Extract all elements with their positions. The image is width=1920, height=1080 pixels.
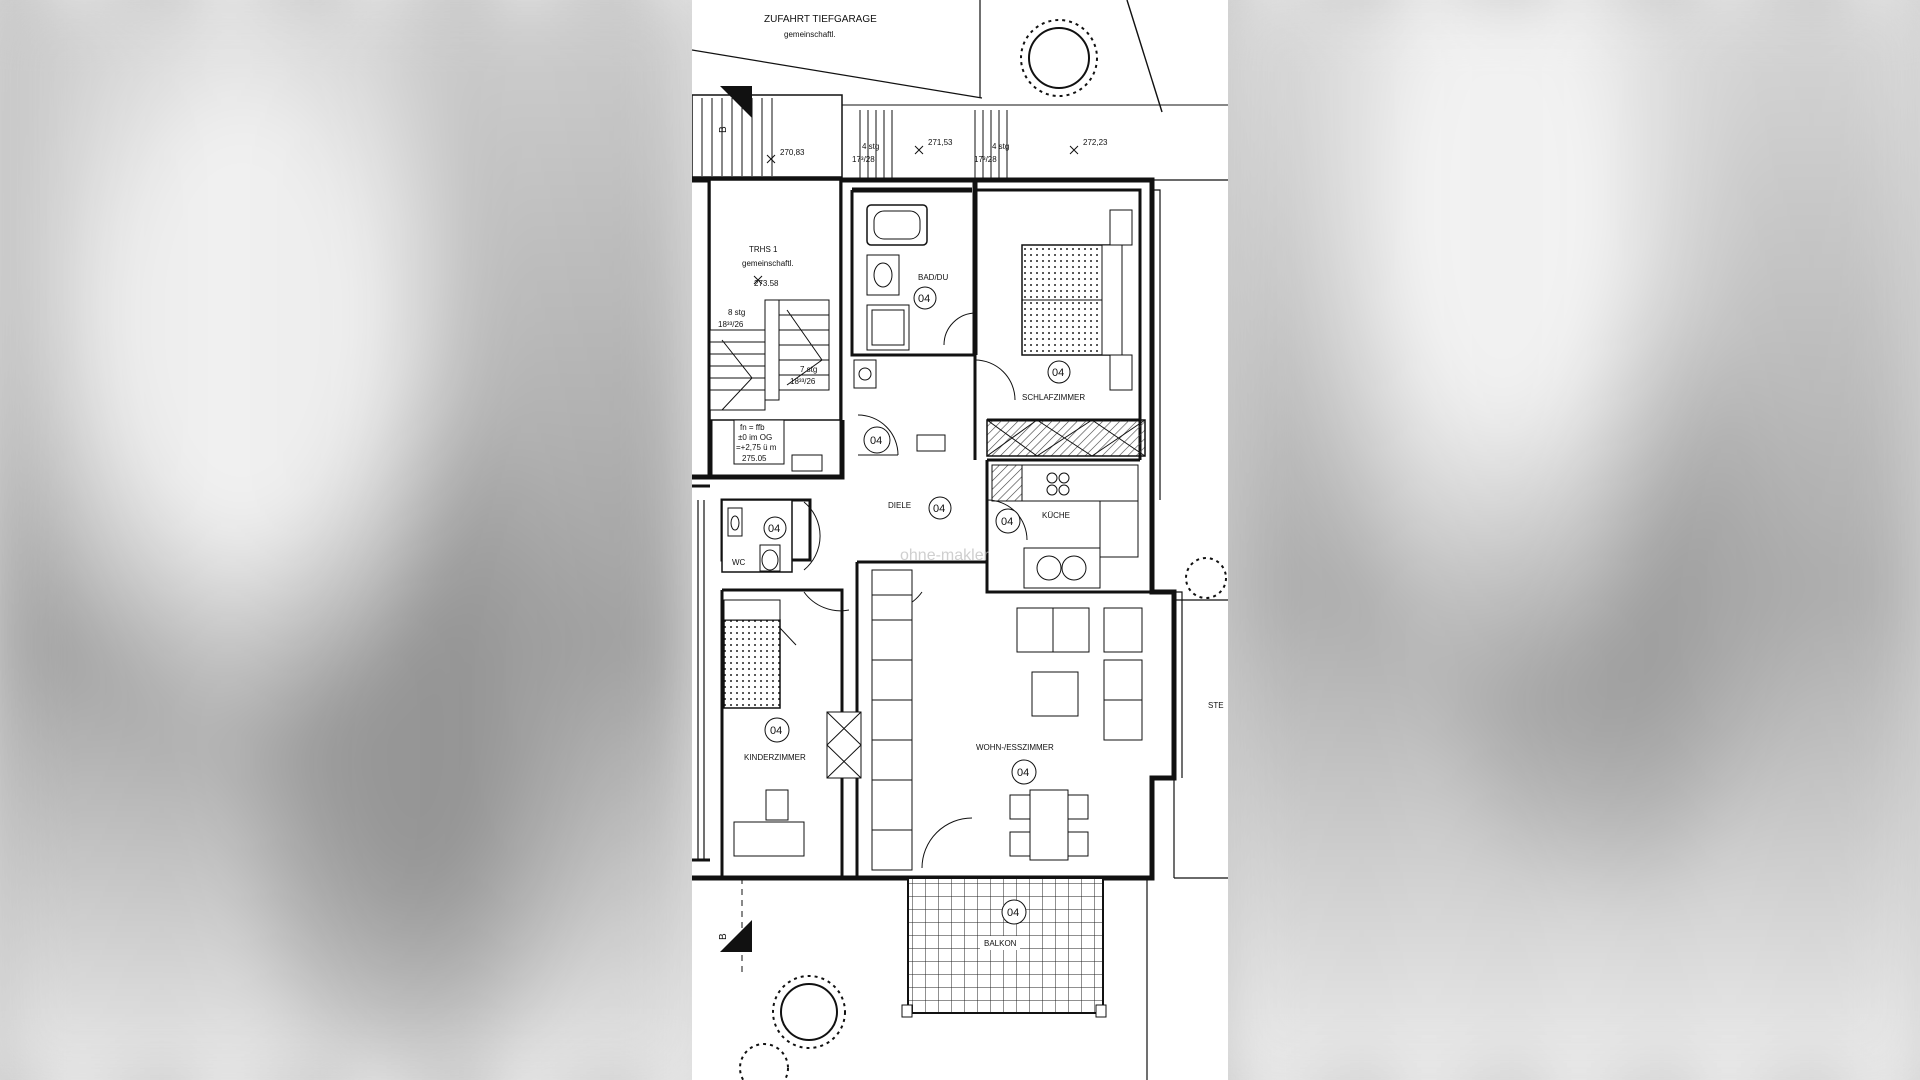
svg-text:8 stg: 8 stg [728,308,745,317]
side-text: STE [1208,701,1224,710]
room-label-diele: DIELE [888,501,911,510]
balcony: 04 BALKON [901,877,1107,1018]
svg-text:gemeinschaftl.: gemeinschaftl. [742,259,794,268]
svg-text:270,83: 270,83 [780,148,805,157]
room-number-wohn: 04 [1017,767,1029,779]
background-left [0,0,692,1080]
wc: 04 WC [721,499,923,612]
room-number-circle-wohn [1011,759,1037,785]
children-room: 04 KINDERZIMMER [723,599,862,857]
access-sub: gemeinschaftl. [784,30,836,39]
room-label-kueche: KÜCHE [1042,511,1070,520]
living-room [921,607,1143,869]
room-number-balkon: 04 [1007,907,1019,919]
watermark: ohne-makler [900,547,990,564]
room-label-wc: WC [732,558,746,567]
ramp-steps [692,94,1228,178]
level-marker-2: 271,53 [914,138,953,155]
driveway-edge [692,49,983,99]
floor-plan-svg: ZUFAHRT TIEFGARAGE gemeinschaftl. B 270,… [692,0,1228,1080]
floor-plan-image: ZUFAHRT TIEFGARAGE gemeinschaftl. B 270,… [692,0,1228,1080]
tree-bottom [739,975,846,1080]
room-number-kueche: 04 [1001,516,1013,528]
svg-text:273.58: 273.58 [754,279,779,288]
room-number-diele: 04 [933,503,945,515]
room-number-wc: 04 [768,523,780,535]
section-marker-top: B [718,86,752,133]
room-number-diele-a: 04 [870,435,882,447]
steps-label-2: 4 stg [992,142,1009,151]
room-number-schlaf: 04 [1052,367,1064,379]
bedroom: 04 SCHLAFZIMMER [974,209,1146,457]
outer-window-lines [697,189,1183,860]
room-number-kinder: 04 [770,725,782,737]
svg-text:fn = ffb: fn = ffb [740,423,765,432]
svg-text:272,23: 272,23 [1083,138,1108,147]
level-marker-3: 272,23 [1069,138,1108,155]
steps-ratio-2: 17³/28 [974,155,997,164]
room-number-bad: 04 [918,293,930,305]
bathroom: BAD/DU 04 [866,204,977,351]
svg-text:±0 im OG: ±0 im OG [738,433,772,442]
svg-text:B: B [718,126,729,133]
room-label-bad: BAD/DU [918,273,948,282]
level-marker-1: 270,83 [766,148,805,164]
right-site [1152,179,1228,879]
svg-text:275.05: 275.05 [742,454,767,463]
hallway: 04 DIELE 04 [853,359,952,520]
wardrobe [871,569,913,871]
svg-text:7 stg: 7 stg [800,365,817,374]
svg-text:271,53: 271,53 [928,138,953,147]
room-label-schlaf: SCHLAFZIMMER [1022,393,1085,402]
steps-ratio-1: 17³/28 [852,155,875,164]
svg-text:18³³/26: 18³³/26 [790,377,816,386]
room-label-wohn: WOHN-/ESSZIMMER [976,743,1054,752]
kitchen: 04 KÜCHE [986,464,1139,589]
site-edge-top [1126,0,1163,113]
svg-text:=+2,75 ü m: =+2,75 ü m [736,443,777,452]
access-label: ZUFAHRT TIEFGARAGE [764,14,877,25]
stair-hall: TRHS 1 gemeinschaftl. 273.58 8 stg 18³³/… [709,179,841,472]
tree-right [1185,557,1227,599]
svg-text:B: B [718,933,729,940]
room-label-kinder: KINDERZIMMER [744,753,806,762]
background-right [1228,0,1920,1080]
section-marker-bottom: B [718,878,752,972]
steps-label-1: 4 stg [862,142,879,151]
svg-text:18³³/26: 18³³/26 [718,320,744,329]
tree-top [1020,19,1098,97]
room-label-balkon: BALKON [984,939,1017,948]
svg-text:TRHS 1: TRHS 1 [749,245,778,254]
